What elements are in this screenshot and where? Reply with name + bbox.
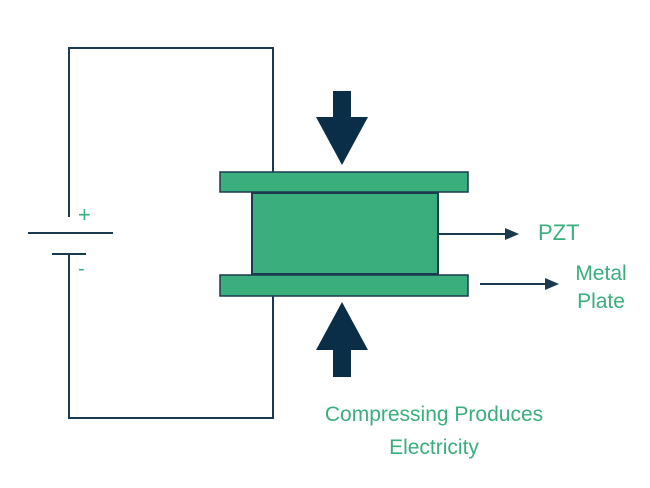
pzt-label: PZT — [538, 220, 580, 245]
caption-line2: Electricity — [389, 436, 479, 459]
metal-plate-pointer-arrow — [480, 278, 559, 290]
arrow-right-icon — [545, 278, 559, 290]
caption: Compressing Produces Electricity — [290, 398, 578, 464]
pzt-block — [251, 192, 439, 275]
arrow-up-icon — [316, 302, 368, 377]
metal-plate-label-line1: Metal — [575, 262, 627, 285]
circuit-wire-bottom — [68, 254, 274, 419]
metal-plate-label: Metal Plate — [568, 260, 634, 316]
battery-positive-label: + — [78, 202, 91, 227]
top-metal-plate — [219, 171, 469, 193]
bottom-metal-plate — [219, 274, 469, 297]
arrow-down-icon — [316, 91, 368, 165]
battery-negative-label: - — [78, 258, 85, 280]
circuit-wire-top — [68, 47, 274, 217]
caption-line1: Compressing Produces — [324, 403, 544, 426]
metal-plate-label-line2: Plate — [577, 290, 625, 313]
pzt-pointer-arrow — [438, 228, 519, 240]
arrow-right-icon — [505, 228, 519, 240]
